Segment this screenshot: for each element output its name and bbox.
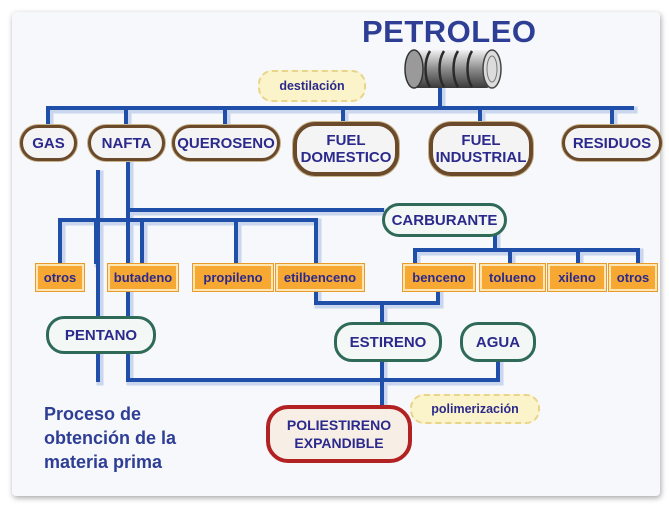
chip-xileno: xileno [548,264,606,291]
node-poliestireno-expandible: POLIESTIRENO EXPANDIBLE [266,405,412,463]
node-carburante: CARBURANTE [382,203,507,237]
diagram-caption: Proceso de obtención de la materia prima [44,404,177,472]
chip-propileno: propileno [193,264,273,291]
chip-otros-left: otros [36,264,84,291]
chip-otros-right: otros [609,264,657,291]
node-pentano: PENTANO [46,316,156,354]
chip-tolueno: tolueno [480,264,545,291]
node-estireno: ESTIRENO [334,322,442,362]
chip-benceno: benceno [403,264,475,291]
node-fuel-industrial: FUEL INDUSTRIAL [429,122,533,176]
chip-butadeno: butadeno [108,264,178,291]
node-queroseno: QUEROSENO [172,125,280,161]
node-residuos: RESIDUOS [562,125,662,161]
node-fuel-domestico: FUEL DOMESTICO [293,122,399,176]
node-agua: AGUA [460,322,536,362]
barrel-icon [404,49,502,89]
chip-etilbenceno: etilbenceno [276,264,364,291]
polymerization-label: polimerización [410,394,540,424]
node-gas: GAS [20,125,77,161]
distillation-label: destilación [258,70,366,102]
node-nafta: NAFTA [88,125,165,161]
diagram-title: PETROLEO [362,14,537,49]
